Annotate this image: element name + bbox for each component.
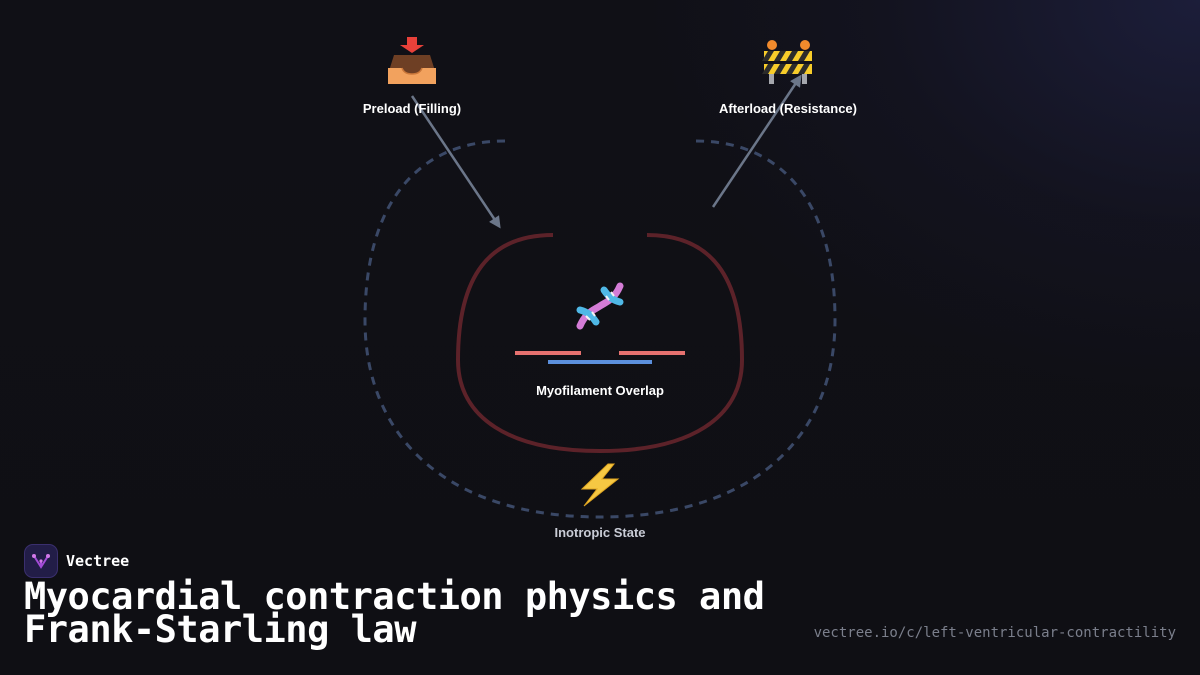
vectree-logo-icon <box>24 544 58 578</box>
dna-icon <box>576 282 624 330</box>
outer-loop-right <box>599 139 837 519</box>
brand: Vectree <box>24 544 129 578</box>
myofilament-label: Myofilament Overlap <box>536 383 664 398</box>
lightning-bolt-icon <box>580 463 620 507</box>
source-url: vectree.io/c/left-ventricular-contractil… <box>813 625 1176 641</box>
preload-arrow <box>410 95 501 229</box>
preload-label: Preload (Filling) <box>362 101 462 116</box>
construction-barrier-icon <box>762 40 812 84</box>
afterload-label: Afterload (Resistance) <box>719 101 857 116</box>
inner-loop <box>455 233 745 454</box>
inbox-tray-icon <box>388 37 436 84</box>
brand-name: Vectree <box>66 552 130 570</box>
afterload-arrow <box>711 74 802 208</box>
page-title: Myocardial contraction physics and Frank… <box>24 575 765 651</box>
outer-loop-left <box>363 139 601 519</box>
inotropic-label: Inotropic State <box>554 525 646 540</box>
